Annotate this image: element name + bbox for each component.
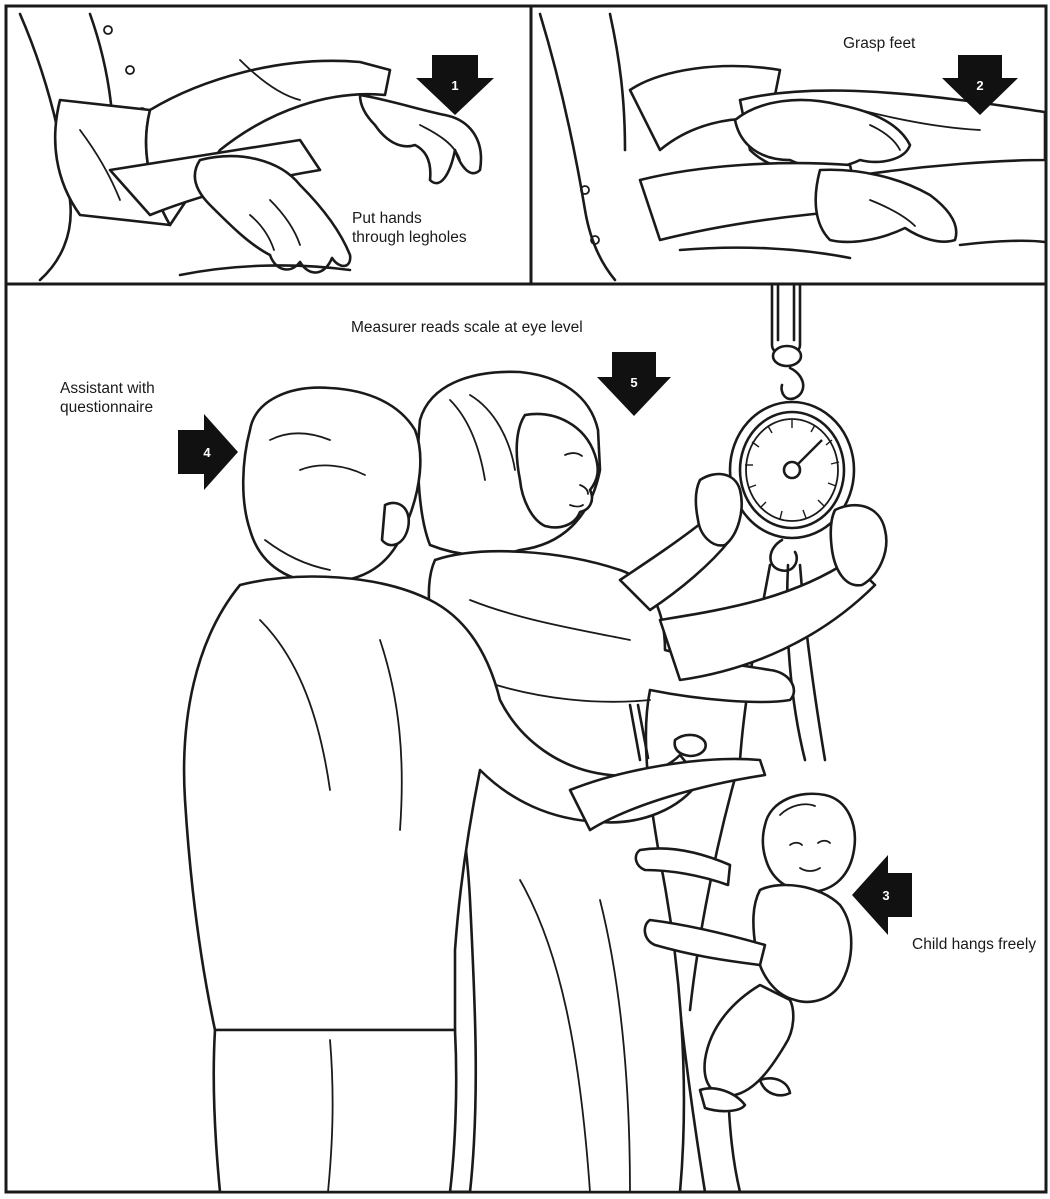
step-1-caption-line-1: Put hands (352, 209, 467, 228)
child-caption-text: Child hangs freely (912, 935, 1046, 954)
scale-hanger (772, 286, 803, 399)
step-3-caption: Child hangs freely (912, 935, 1046, 954)
step-5-caption: Measurer reads scale at eye level (351, 318, 583, 337)
step-4-caption-line-1: Assistant with (60, 379, 155, 398)
step-3-number: 3 (882, 888, 889, 903)
measurer-caption-text: Measurer reads scale at eye level (351, 318, 583, 337)
panel-2-illustration (540, 14, 1045, 280)
step-2-caption: Grasp feet (843, 34, 915, 53)
step-1-number: 1 (451, 78, 458, 93)
step-2-number: 2 (976, 78, 983, 93)
step-1-marker: 1 (416, 55, 494, 115)
step-1-caption: Put hands through legholes (352, 209, 467, 247)
step-5-number: 5 (630, 375, 637, 390)
step-3-caption-clip: Child hangs freely (912, 935, 1046, 954)
step-2-caption-line-1: Grasp feet (843, 34, 915, 53)
step-3-marker: 3 (852, 855, 912, 935)
step-4-number: 4 (203, 445, 211, 460)
step-1-caption-line-2: through legholes (352, 228, 467, 247)
step-4-caption-line-2: questionnaire (60, 398, 155, 417)
step-5-marker: 5 (597, 352, 671, 416)
step-4-marker: 4 (178, 414, 238, 490)
step-4-caption: Assistant with questionnaire (60, 379, 155, 417)
